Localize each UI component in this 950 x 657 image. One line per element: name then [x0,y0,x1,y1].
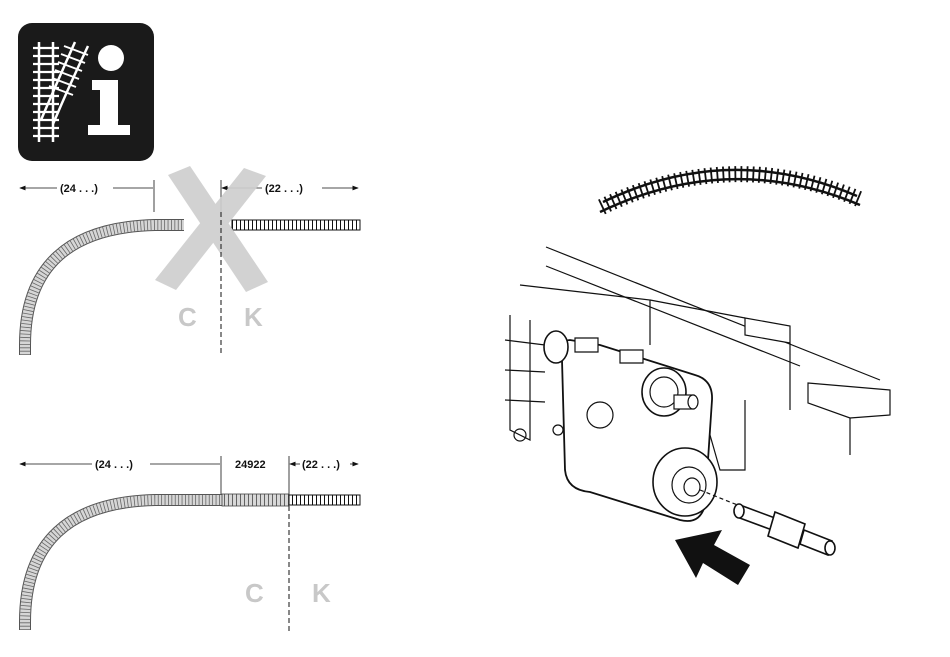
info-icon: i [0,0,154,161]
top-diagram-incorrect: (24 . . .) (22 . . .) C K [20,166,360,356]
locomotive-detail [505,247,890,521]
adapter-track [222,494,289,506]
top-k-track [232,220,360,230]
bottom-k-track [289,495,360,505]
bottom-right-dimension: (22 . . .) [302,459,340,471]
bottom-label-k: K [312,578,331,608]
top-c-track [25,225,184,355]
top-right-dimension: (22 . . .) [265,183,303,195]
adapter-part-number: 24922 [235,459,266,471]
insert-arrow-icon [675,530,750,585]
top-label-k: K [244,302,263,332]
bottom-diagram-correct: (24 . . .) 24922 (22 . . .) C K [20,456,360,632]
info-icon-letter: i [0,0,4,4]
bottom-label-c: C [245,578,264,608]
bottom-c-track [25,500,222,630]
top-left-dimension: (24 . . .) [60,183,98,195]
bottom-left-dimension: (24 . . .) [95,459,133,471]
coupling-pin [734,504,835,555]
top-label-c: C [178,302,197,332]
curved-track-icon [600,170,862,212]
